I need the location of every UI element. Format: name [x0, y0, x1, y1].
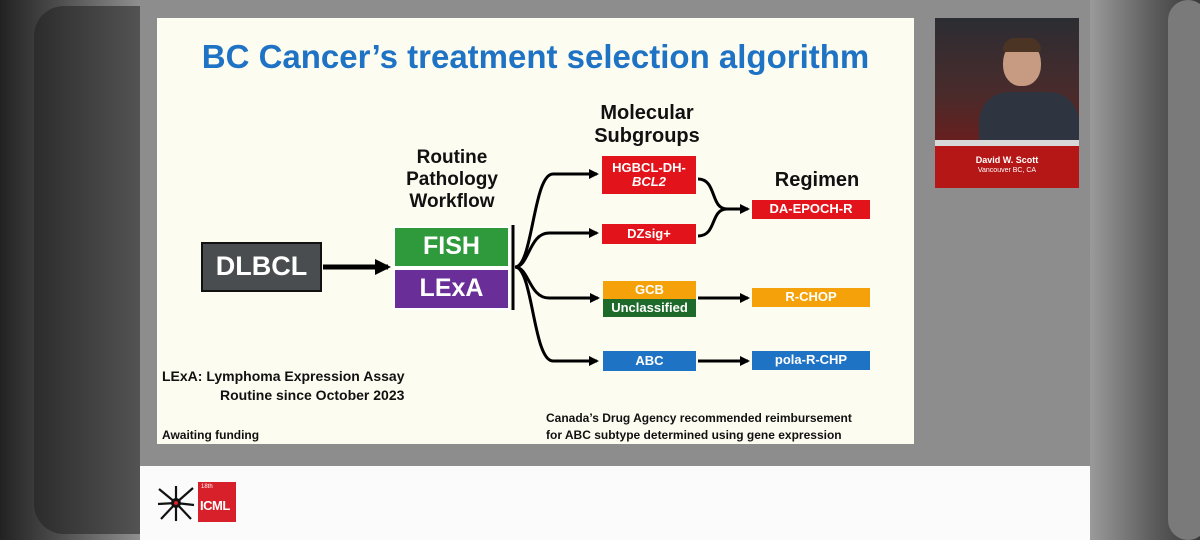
regimen-pola-r-chp: pola-R-CHP — [752, 351, 870, 370]
phone-edge-right — [1168, 0, 1200, 540]
speaker-location: Vancouver BC, CA — [977, 167, 1037, 174]
fish-box: FISH — [393, 226, 510, 268]
speaker-camera: David W. Scott Vancouver BC, CA — [935, 18, 1079, 188]
workflow-heading-line-2: Pathology — [406, 169, 498, 191]
subgroup-hgbcl-dh-bcl2: HGBCL-DH- BCL2 — [602, 156, 696, 194]
slide: BC Cancer’s treatment selection algorith… — [157, 18, 914, 444]
icml-edition: 18th — [201, 484, 213, 490]
podium — [935, 146, 1079, 188]
subgroups-heading-line-1: Molecular — [600, 102, 694, 124]
cda-note-line-1: Canada’s Drug Agency recommended reimbur… — [546, 411, 852, 425]
subgroups-heading-line-2: Subgroups — [594, 125, 700, 148]
subgroup-hgbcl-line-2: BCL2 — [632, 174, 666, 189]
subgroup-dzsig: DZsig+ — [602, 224, 696, 244]
branch-to-abc — [514, 265, 599, 366]
routine-since: Routine since October 2023 — [220, 387, 405, 403]
icml-name: ICML — [200, 498, 230, 513]
lexa-box: LExA — [393, 268, 510, 310]
regimen-heading: Regimen — [774, 169, 860, 191]
speaker-name: David W. Scott — [975, 155, 1039, 165]
conference-footer — [140, 466, 1090, 540]
speaker-hair — [1003, 38, 1041, 52]
cda-note-line-2: for ABC subtype determined using gene ex… — [546, 428, 842, 442]
slide-title: BC Cancer’s treatment selection algorith… — [201, 38, 870, 75]
subgroup-abc: ABC — [603, 351, 696, 371]
merge-arrows — [697, 177, 748, 238]
subgroups-heading: Molecular Subgroups — [582, 102, 712, 149]
device-bezel-right — [1090, 0, 1200, 540]
subgroup-hgbcl-line-1: HGBCL-DH- — [612, 159, 686, 175]
regimen-da-epoch-r: DA-EPOCH-R — [752, 200, 870, 219]
branch-to-dzsig — [514, 228, 599, 269]
workflow-heading-line-1: Routine — [416, 147, 488, 168]
flow-arrows — [323, 169, 914, 366]
awaiting-funding: Awaiting funding — [162, 428, 260, 442]
subgroup-unclassified: Unclassified — [603, 299, 696, 317]
dlbcl-box: DLBCL — [201, 242, 322, 292]
workflow-heading-line-3: Workflow — [409, 191, 495, 213]
podium-top — [935, 140, 1079, 148]
regimen-r-chop: R-CHOP — [752, 288, 870, 307]
icml-logo-badge: 18th ICML — [198, 482, 236, 522]
icml-spider-logo-icon — [157, 486, 195, 521]
subgroup-gcb: GCB — [603, 281, 696, 299]
workflow-heading: Routine Pathology Workflow — [386, 147, 518, 214]
lexa-definition: LExA: Lymphoma Expression Assay — [162, 368, 405, 384]
device-bezel-left — [0, 0, 254, 540]
